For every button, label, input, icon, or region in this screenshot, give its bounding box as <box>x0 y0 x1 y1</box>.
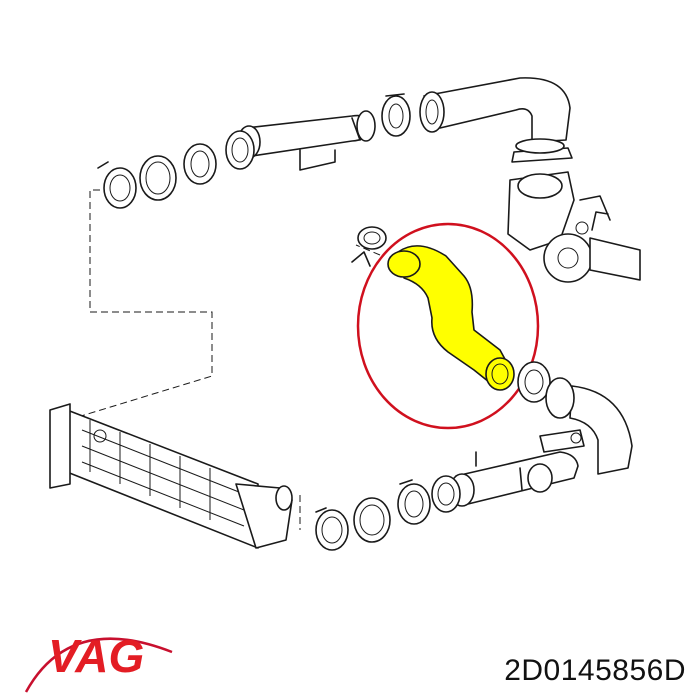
highlighted-intercooler-hose <box>387 245 515 391</box>
part-number: 2D0145856D <box>504 654 686 687</box>
vag-logo-swoosh <box>24 637 173 693</box>
vag-logo-text: VAG <box>48 630 144 682</box>
turbo-elbow-hose <box>419 77 573 163</box>
intercooler <box>49 403 293 549</box>
upper-intake-pipe <box>237 110 376 171</box>
hose-clamp-upper <box>351 226 387 267</box>
lower-right-curved-pipe <box>517 361 633 475</box>
highlight-circle <box>356 222 540 430</box>
vag-logo: VAG <box>24 630 173 693</box>
lower-clamps <box>315 475 461 551</box>
upper-clamps <box>97 93 411 209</box>
turbocharger <box>507 171 641 283</box>
lower-intake-pipe <box>449 451 579 507</box>
routing-dash-lines <box>67 189 381 530</box>
